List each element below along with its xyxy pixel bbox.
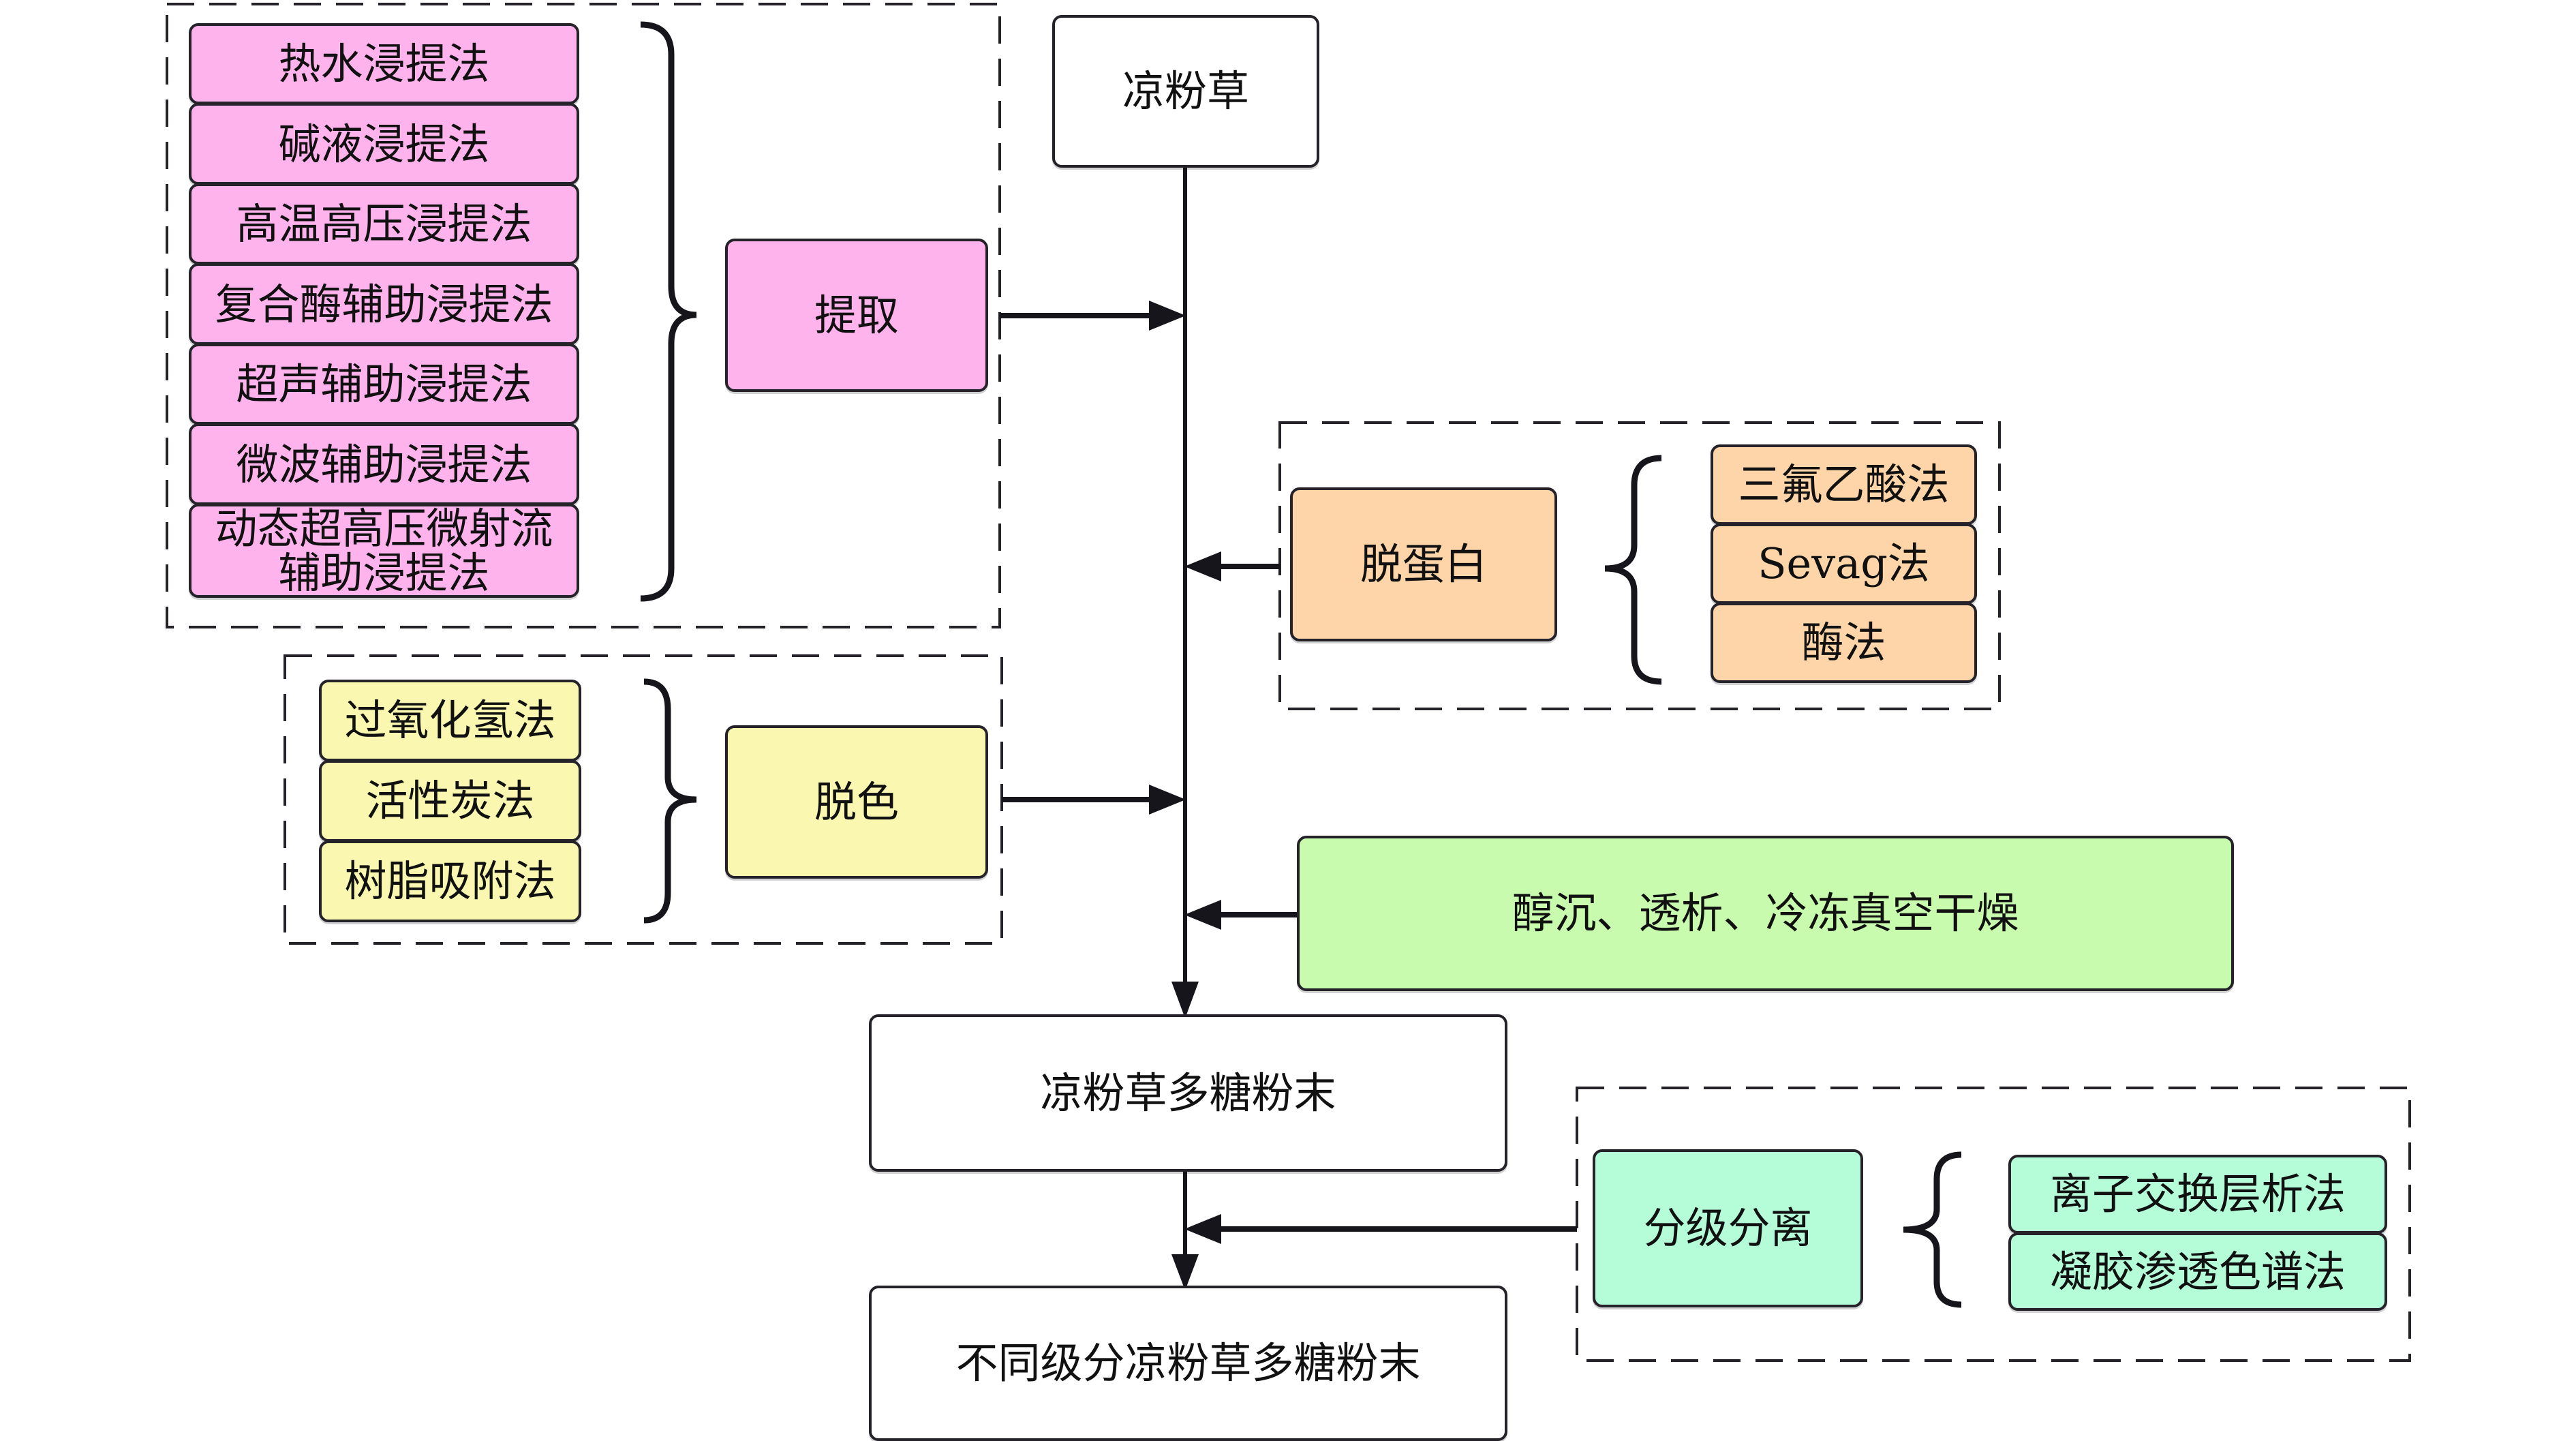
- deproteinization-method-label: Sevag法: [1758, 539, 1930, 589]
- extraction-method-label: 碱液浸提法: [278, 119, 490, 169]
- node-extraction: 提取: [725, 239, 988, 392]
- node-purification: 醇沉、透析、冷冻真空干燥: [1297, 836, 2234, 991]
- node-crude-polysaccharide-label: 凉粉草多糖粉末: [1040, 1067, 1336, 1118]
- extraction-method-item: 复合酶辅助浸提法: [189, 263, 579, 345]
- extraction-method-item: 超声辅助浸提法: [189, 343, 579, 425]
- extraction-method-label: 热水浸提法: [278, 39, 490, 89]
- extraction-method-item: 动态超高压微射流 辅助浸提法: [189, 503, 579, 598]
- node-fractionation: 分级分离: [1593, 1149, 1863, 1307]
- node-decolorization-label: 脱色: [814, 776, 899, 827]
- node-crude-polysaccharide: 凉粉草多糖粉末: [869, 1014, 1507, 1172]
- deproteinization-method-item: Sevag法: [1711, 524, 1977, 604]
- deproteinization-brace-icon: [1604, 455, 1662, 685]
- decolorization-method-label: 过氧化氢法: [344, 695, 556, 746]
- fractionation-arrowhead: [1184, 1214, 1221, 1244]
- decolorization-arrowhead: [1149, 785, 1186, 815]
- extraction-method-item: 高温高压浸提法: [189, 183, 579, 265]
- extraction-methods-list: 热水浸提法 碱液浸提法 高温高压浸提法 复合酶辅助浸提法 超声辅助浸提法 微波辅…: [189, 23, 579, 598]
- fractionation-method-item: 离子交换层析法: [2008, 1155, 2387, 1234]
- node-purification-label: 醇沉、透析、冷冻真空干燥: [1512, 888, 2019, 939]
- fractionation-brace-icon: [1903, 1151, 1962, 1308]
- extraction-method-item: 热水浸提法: [189, 23, 579, 105]
- decolorization-method-label: 活性炭法: [365, 776, 535, 826]
- main-flow-arrowhead: [1171, 982, 1199, 1018]
- extraction-method-item: 微波辅助浸提法: [189, 423, 579, 505]
- extraction-method-label: 动态超高压微射流 辅助浸提法: [215, 503, 553, 598]
- node-deproteinization-label: 脱蛋白: [1360, 539, 1487, 590]
- deproteinization-method-label: 三氟乙酸法: [1738, 459, 1950, 510]
- fractionation-method-item: 凝胶渗透色谱法: [2008, 1232, 2387, 1311]
- node-deproteinization: 脱蛋白: [1290, 487, 1557, 641]
- deproteinization-method-item: 三氟乙酸法: [1711, 444, 1977, 525]
- purification-arrowhead: [1184, 900, 1221, 930]
- node-raw-material-label: 凉粉草: [1122, 66, 1249, 117]
- deproteinization-arrowhead: [1184, 551, 1221, 581]
- deproteinization-methods-list: 三氟乙酸法 Sevag法 酶法: [1711, 444, 1977, 683]
- node-raw-material: 凉粉草: [1052, 15, 1319, 168]
- fractionation-methods-list: 离子交换层析法 凝胶渗透色谱法: [2008, 1155, 2387, 1311]
- decolorization-brace-icon: [643, 678, 697, 924]
- fractionation-method-label: 离子交换层析法: [2049, 1169, 2346, 1219]
- decolorization-methods-list: 过氧化氢法 活性炭法 树脂吸附法: [319, 680, 581, 922]
- node-fractionated-polysaccharide: 不同级分凉粉草多糖粉末: [869, 1286, 1507, 1441]
- deproteinization-method-item: 酶法: [1711, 603, 1977, 683]
- extraction-brace-icon: [640, 21, 697, 602]
- secondary-flow-arrowhead: [1171, 1254, 1199, 1290]
- deproteinization-method-label: 酶法: [1801, 618, 1886, 668]
- node-fractionation-label: 分级分离: [1643, 1203, 1813, 1254]
- extraction-method-label: 高温高压浸提法: [236, 199, 532, 249]
- extraction-method-label: 超声辅助浸提法: [236, 359, 532, 410]
- extraction-method-item: 碱液浸提法: [189, 103, 579, 185]
- node-decolorization: 脱色: [725, 725, 988, 879]
- fractionation-method-label: 凝胶渗透色谱法: [2049, 1246, 2346, 1296]
- node-fractionated-polysaccharide-label: 不同级分凉粉草多糖粉末: [955, 1338, 1421, 1389]
- decolorization-method-item: 过氧化氢法: [319, 680, 581, 761]
- decolorization-method-label: 树脂吸附法: [344, 856, 556, 907]
- extraction-method-label: 复合酶辅助浸提法: [215, 279, 553, 329]
- extraction-method-label: 微波辅助浸提法: [236, 439, 532, 489]
- node-extraction-label: 提取: [814, 290, 899, 340]
- decolorization-method-item: 活性炭法: [319, 760, 581, 842]
- extraction-arrowhead: [1149, 301, 1186, 331]
- decolorization-method-item: 树脂吸附法: [319, 840, 581, 922]
- fractionation-group-frame: [1576, 1087, 2411, 1362]
